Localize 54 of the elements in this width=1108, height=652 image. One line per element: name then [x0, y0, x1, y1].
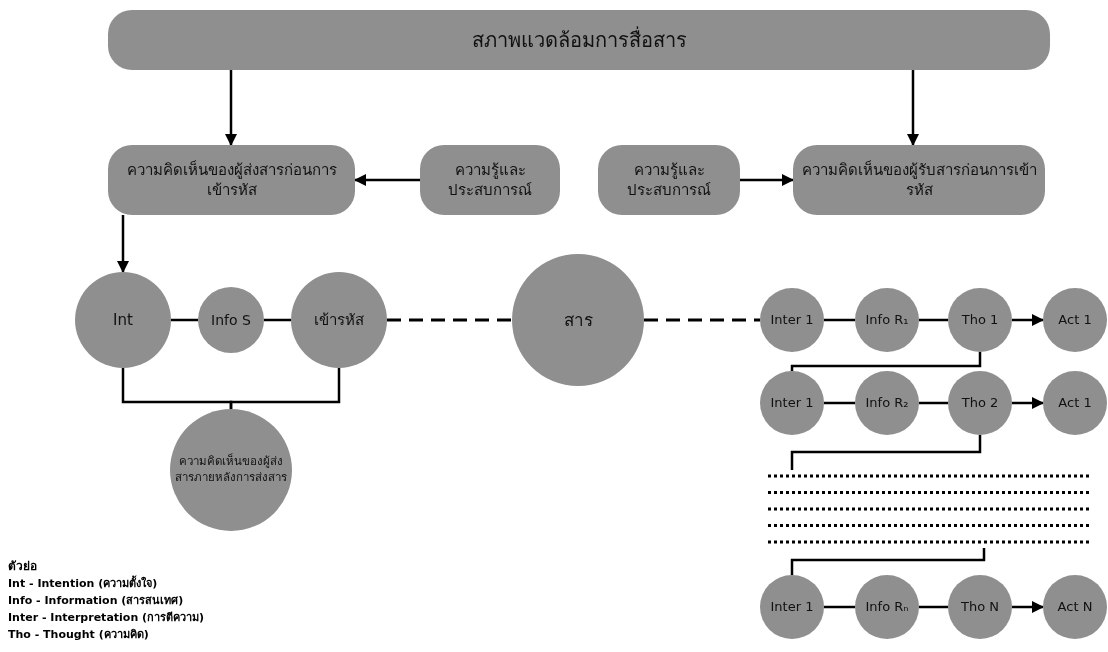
- node-label: Inter 1: [769, 394, 815, 412]
- connector-line: [919, 401, 948, 405]
- node-label: ความคิดเห็นของผู้ส่งสารก่อนการเข้ารหัส: [125, 159, 338, 201]
- connector-line: [264, 318, 291, 322]
- arrow: [907, 70, 919, 146]
- arrow: [1012, 601, 1044, 613]
- node-label: ความคิดเห็นของผู้รับสารก่อนการเข้ารหัส: [800, 159, 1038, 201]
- node-label: Tho N: [960, 598, 1000, 616]
- rounded-box: [108, 145, 355, 215]
- node-label: Act 1: [1057, 394, 1093, 412]
- arrow: [225, 70, 237, 146]
- node-label: ความรู้และประสบการณ์: [447, 159, 533, 201]
- node-label: Int: [112, 309, 134, 331]
- arrow: [740, 174, 794, 186]
- connector-line: [824, 401, 855, 405]
- connector-line: [824, 318, 855, 322]
- rounded-box: [793, 145, 1045, 215]
- node-label: Tho 2: [960, 394, 1000, 412]
- rounded-box: [108, 10, 1050, 70]
- node-label: Inter 1: [769, 598, 815, 616]
- arrow: [117, 215, 129, 273]
- dashed-connector: [644, 318, 760, 322]
- arrow: [1012, 314, 1044, 326]
- node-label: Info R₁: [864, 311, 910, 329]
- arrow: [1012, 397, 1044, 409]
- connector-line: [171, 318, 198, 322]
- connector-line: [919, 605, 948, 609]
- node-label: สภาพแวดล้อมการสื่อสาร: [470, 26, 688, 54]
- abbreviation-note: Tho - Thought (ความคิด): [8, 627, 150, 643]
- rounded-box: [420, 145, 560, 215]
- node-label: สาร: [562, 308, 594, 332]
- connector-line: [229, 368, 341, 409]
- node-label: เข้ารหัส: [313, 309, 365, 331]
- arrow: [354, 174, 420, 186]
- node-label: Inter 1: [769, 311, 815, 329]
- node-label: ความคิดเห็นของผู้ส่งสารภายหลังการส่งสาร: [174, 454, 288, 486]
- node-label: Tho 1: [960, 311, 1000, 329]
- node-label: Info R₂: [864, 394, 910, 412]
- connector-line: [790, 435, 982, 470]
- connector-line: [824, 605, 855, 609]
- abbreviation-heading: ตัวย่อ: [8, 558, 38, 575]
- abbreviation-note: Int - Intention (ความตั้งใจ): [8, 575, 159, 592]
- node-label: Info Rₙ: [864, 598, 910, 616]
- connector-line: [790, 548, 986, 575]
- rounded-box: [598, 145, 740, 215]
- node-label: Info S: [210, 310, 252, 330]
- node-label: Act 1: [1057, 311, 1093, 329]
- connector-line: [790, 352, 982, 371]
- node-label: Act N: [1056, 598, 1094, 616]
- connector-line: [919, 318, 948, 322]
- abbreviation-note: Inter - Interpretation (การตีความ): [8, 610, 205, 626]
- dashed-connector: [387, 318, 512, 322]
- abbreviation-note: Info - Information (สารสนเทศ): [8, 593, 185, 609]
- node-label: ความรู้และประสบการณ์: [626, 159, 712, 201]
